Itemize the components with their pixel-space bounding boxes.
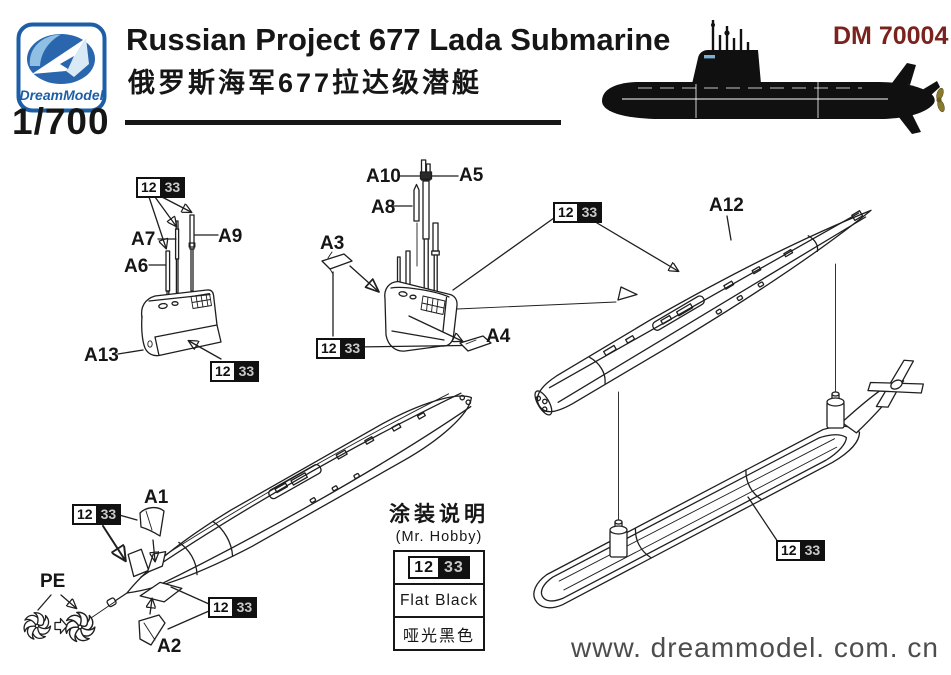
part-label-a6: A6 — [124, 256, 149, 277]
submarine-silhouette — [602, 20, 945, 134]
position-triangle-marker — [617, 286, 638, 301]
sail-assembly-left — [117, 196, 222, 360]
stand-post-front — [609, 391, 628, 558]
part-label-a13: A13 — [84, 345, 119, 366]
part-label-a3: A3 — [320, 233, 345, 254]
part-label-a8: A8 — [371, 197, 396, 218]
silhouette-sail — [692, 50, 761, 84]
legend-color-name-cn: 哑光黑色 — [393, 616, 485, 651]
pe-propeller-flat — [23, 612, 52, 640]
kit-number: DM 70004 — [833, 22, 949, 50]
upper-hull-a12 — [534, 209, 872, 416]
website-url: www. dreammodel. com. cn — [571, 632, 939, 663]
dive-plane-part-a3 — [321, 253, 353, 270]
part-label-a5: A5 — [459, 165, 484, 186]
part-label-a4: A4 — [486, 326, 511, 347]
part-label-a7: A7 — [131, 229, 156, 250]
pe-propeller-formed — [65, 611, 96, 643]
part-label-a2: A2 — [157, 636, 182, 657]
silhouette-propeller — [936, 87, 945, 113]
fold-arrow-icon — [54, 617, 68, 635]
paper-plane-icon — [32, 38, 86, 74]
legend-color-name-en: Flat Black — [393, 583, 485, 618]
title-underline — [125, 120, 561, 125]
dreammodel-logo: DreamModel — [16, 22, 107, 113]
sail-assembly-middle — [321, 159, 617, 352]
part-label-a9: A9 — [218, 226, 243, 247]
lower-hull-stand — [533, 359, 924, 609]
stand-post-rear — [826, 263, 845, 429]
part-label-a12: A12 — [709, 195, 744, 216]
part-label-a1: A1 — [144, 487, 169, 508]
title-chinese: 俄罗斯海军677拉达级潜艇 — [128, 68, 483, 98]
stern-plane-part-a2 — [138, 599, 166, 646]
part-label-pe: PE — [40, 571, 66, 592]
dive-plane-part-a4 — [459, 335, 492, 352]
part-label-a10: A10 — [366, 166, 401, 187]
rudder-part-a1 — [139, 506, 165, 561]
scale-text: 1/700 — [12, 101, 110, 142]
legend-title: 涂装说明 — [389, 503, 489, 526]
brand-text: DreamModel — [19, 87, 104, 103]
title-english: Russian Project 677 Lada Submarine — [126, 22, 671, 57]
legend-subtitle: (Mr. Hobby) — [395, 529, 483, 545]
silhouette-hull — [602, 82, 935, 119]
